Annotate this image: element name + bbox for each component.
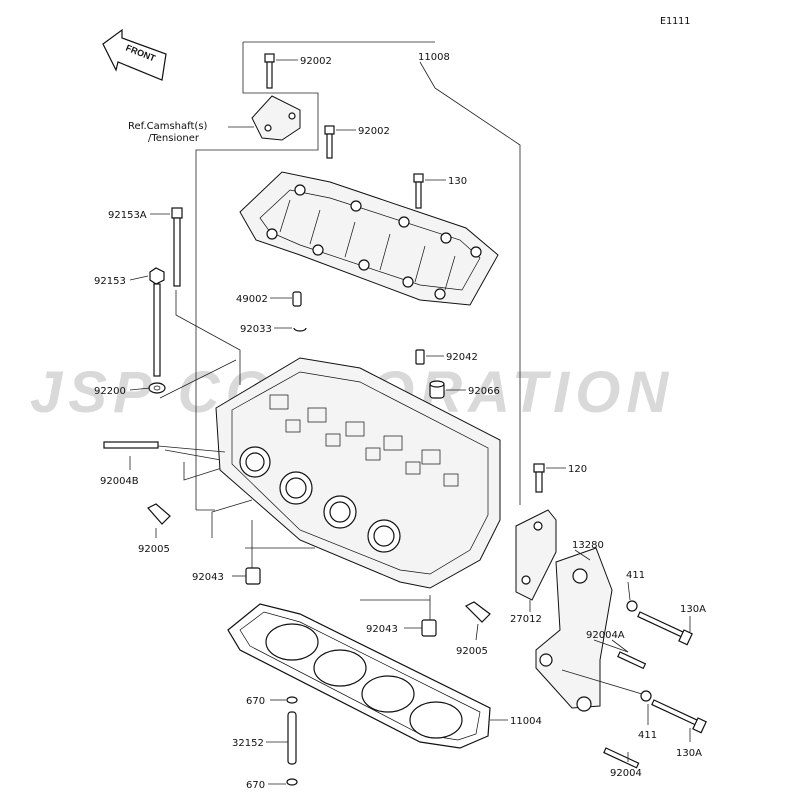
part-49002 — [292, 291, 302, 307]
label-92004a: 92004A — [586, 630, 625, 641]
camshaft-holder-part — [239, 171, 499, 306]
bolt-130-part — [413, 173, 424, 209]
leader-lines — [129, 59, 691, 785]
label-670-top: 670 — [246, 696, 265, 707]
label-120: 120 — [568, 464, 587, 475]
label-13280: 13280 — [572, 540, 604, 551]
label-92033: 92033 — [240, 324, 272, 335]
tensioner-bracket-part — [251, 95, 301, 141]
diagram-code: E1111 — [660, 16, 690, 27]
bolt-120-part — [533, 463, 545, 493]
washer-92200-part — [148, 382, 166, 394]
label-92043-mid: 92043 — [366, 624, 398, 635]
label-92043-left: 92043 — [192, 572, 224, 583]
label-92005-mid: 92005 — [456, 646, 488, 657]
washer-411-top-part — [626, 600, 638, 612]
label-130: 130 — [448, 176, 467, 187]
part-labels: 92002 11008 92002 130 92153A 92153 49002… — [94, 52, 706, 791]
pipe-32152-part — [287, 711, 297, 765]
label-92066: 92066 — [468, 386, 500, 397]
label-92153a: 92153A — [108, 210, 147, 221]
label-92002-top: 92002 — [300, 56, 332, 67]
washer-411-bottom-part — [640, 690, 652, 702]
bolt-92002-mid-part — [324, 125, 335, 159]
label-49002: 49002 — [236, 294, 268, 305]
label-11004: 11004 — [510, 716, 542, 727]
label-670-bottom: 670 — [246, 780, 265, 791]
label-130a-bottom: 130A — [676, 748, 702, 759]
bolt-92153a-part — [171, 207, 183, 287]
label-92042: 92042 — [446, 352, 478, 363]
dowel-92043-mid-part — [421, 619, 437, 637]
label-92004: 92004 — [610, 768, 642, 779]
oring-670-top-part — [286, 696, 298, 704]
fitting-92005-mid-part — [464, 601, 491, 623]
oring-670-bottom-part — [286, 778, 298, 786]
front-arrow-icon: FRONT — [102, 28, 167, 81]
seal-92066-part — [429, 380, 445, 399]
clip-92033-part — [293, 327, 307, 332]
fitting-92005-left-part — [147, 503, 171, 525]
bolt-92002-top-part — [264, 53, 275, 89]
dowel-92043-left-part — [245, 567, 261, 585]
label-32152: 32152 — [232, 738, 264, 749]
reference-note-line-1: Ref.Camshaft(s) — [128, 121, 208, 132]
stud-92004-part — [603, 747, 640, 769]
reference-note-line-2: /Tensioner — [148, 133, 200, 144]
engine-mount-bracket-part — [535, 547, 613, 712]
label-11008: 11008 — [418, 52, 450, 63]
label-92200: 92200 — [94, 386, 126, 397]
label-92004b: 92004B — [100, 476, 139, 487]
bolt-130a-bottom-part — [651, 699, 707, 734]
label-92153: 92153 — [94, 276, 126, 287]
label-92002-mid: 92002 — [358, 126, 390, 137]
label-27012: 27012 — [510, 614, 542, 625]
label-411-bottom: 411 — [638, 730, 657, 741]
label-92005-left: 92005 — [138, 544, 170, 555]
dowel-92042-part — [415, 349, 425, 365]
stud-92004b-part — [103, 441, 159, 449]
plate-27012-part — [515, 509, 557, 601]
label-411-top: 411 — [626, 570, 645, 581]
cylinder-head-part — [215, 357, 501, 589]
bolt-92153-part — [149, 267, 165, 377]
stud-92004a-part — [617, 651, 647, 670]
head-gasket-part — [227, 603, 491, 749]
label-130a-top: 130A — [680, 604, 706, 615]
assembly-outline-lines — [159, 41, 521, 628]
bolt-130a-top-part — [637, 611, 693, 646]
